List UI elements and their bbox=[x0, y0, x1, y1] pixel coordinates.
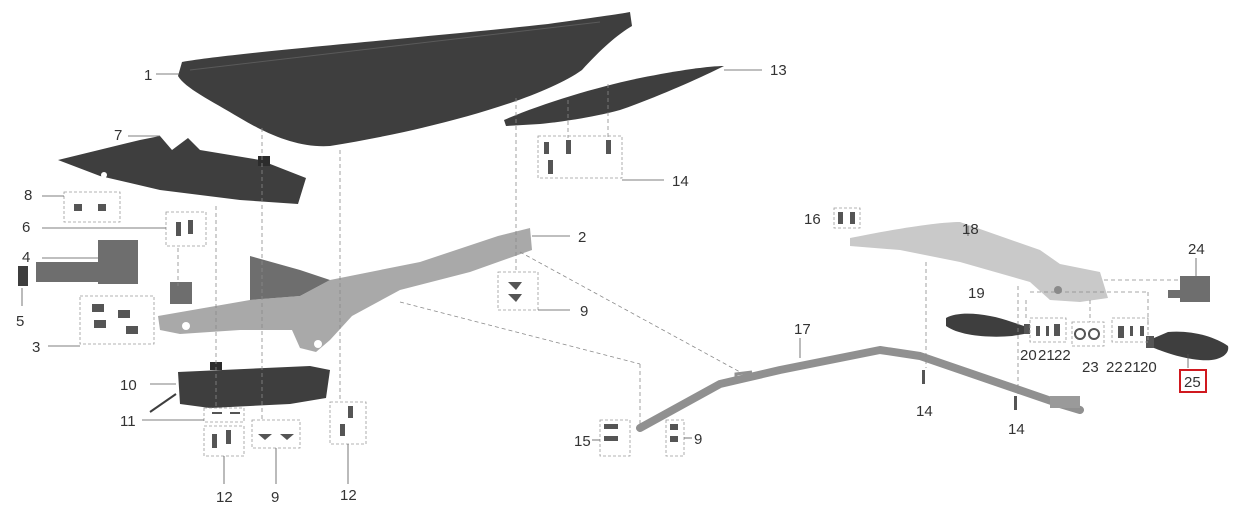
callout-1: 1 bbox=[144, 67, 152, 84]
callout-20b: 20 bbox=[1140, 359, 1157, 376]
callout-19: 19 bbox=[968, 285, 985, 302]
callout-23: 23 bbox=[1082, 359, 1099, 376]
callout-18: 18 bbox=[962, 221, 979, 238]
right-part-boxes bbox=[599, 207, 1149, 457]
callout-3: 3 bbox=[32, 339, 40, 356]
callout-14c: 14 bbox=[1008, 421, 1025, 438]
callout-15: 15 bbox=[574, 433, 591, 450]
callout-14a: 14 bbox=[672, 173, 689, 190]
right-alignment-lines bbox=[925, 262, 1180, 394]
callout-10: 10 bbox=[120, 377, 137, 394]
part-side-panel bbox=[58, 136, 306, 204]
callout-7: 7 bbox=[114, 127, 122, 144]
part-lower-tray bbox=[149, 362, 330, 413]
part-handle-grip-left bbox=[946, 313, 1030, 337]
callout-13: 13 bbox=[770, 62, 787, 79]
right-small-parts bbox=[604, 212, 1144, 442]
callout-11: 11 bbox=[120, 413, 136, 430]
callout-2: 2 bbox=[578, 229, 586, 246]
callout-20a: 20 bbox=[1020, 347, 1037, 364]
callout-9a: 9 bbox=[580, 303, 588, 320]
callout-17: 17 bbox=[794, 321, 811, 338]
right-leader-lines bbox=[592, 226, 1197, 441]
callout-25: 25 bbox=[1184, 374, 1201, 391]
left-fasteners bbox=[74, 140, 611, 448]
callout-12a: 12 bbox=[216, 489, 233, 506]
callout-16: 16 bbox=[804, 211, 821, 228]
callout-25-highlight-box bbox=[1179, 369, 1207, 393]
part-bracket-block bbox=[18, 240, 138, 286]
callout-22a: 22 bbox=[1054, 347, 1071, 364]
callout-14b: 14 bbox=[916, 403, 933, 420]
left-part-boxes bbox=[63, 135, 623, 457]
left-leader-lines bbox=[21, 69, 762, 484]
part-rear-cover bbox=[504, 66, 724, 126]
part-end-cap bbox=[1168, 276, 1210, 302]
part-handle-grip-right bbox=[1146, 331, 1229, 361]
callout-24: 24 bbox=[1188, 241, 1205, 258]
part-seat bbox=[178, 12, 632, 147]
callout-5: 5 bbox=[16, 313, 24, 330]
callout-12b: 12 bbox=[340, 487, 357, 504]
callout-21b: 21 bbox=[1124, 359, 1141, 376]
callout-9c: 9 bbox=[694, 431, 702, 448]
part-frame bbox=[158, 228, 532, 352]
callout-8: 8 bbox=[24, 187, 32, 204]
part-rail bbox=[636, 346, 1084, 432]
left-alignment-lines bbox=[177, 84, 741, 428]
callout-6: 6 bbox=[22, 219, 30, 236]
callout-22b: 22 bbox=[1106, 359, 1123, 376]
callout-9b: 9 bbox=[271, 489, 279, 506]
callout-21a: 21 bbox=[1038, 347, 1055, 364]
callout-labels: 1 2 3 4 5 6 7 8 9 9 9 10 11 12 12 13 14 … bbox=[16, 62, 1207, 506]
callout-4: 4 bbox=[22, 249, 30, 266]
